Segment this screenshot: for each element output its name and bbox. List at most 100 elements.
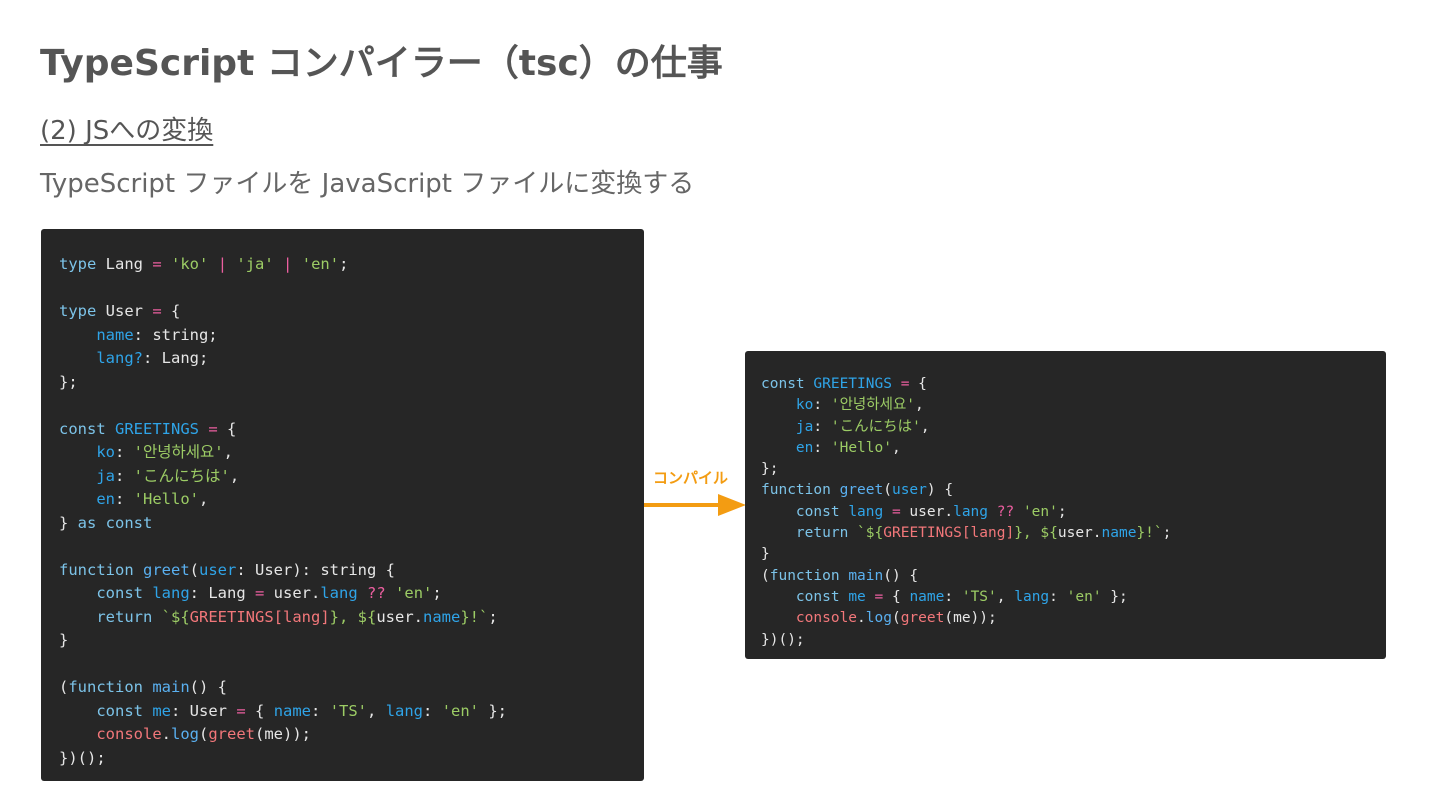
code-token: = xyxy=(900,376,910,392)
code-line: return `${GREETINGS[lang]}, ${user.name}… xyxy=(761,523,1386,544)
code-token: }; xyxy=(1101,588,1128,605)
code-token xyxy=(134,561,143,579)
code-token: }, ${ xyxy=(329,607,377,626)
code-token xyxy=(59,490,96,508)
code-token: 'TS' xyxy=(961,588,997,605)
code-token xyxy=(883,504,892,520)
code-token xyxy=(162,255,171,273)
code-token: '안녕하세요' xyxy=(133,443,224,461)
code-token: ( xyxy=(189,560,200,579)
code-token: lang? xyxy=(96,349,143,367)
code-token: . xyxy=(857,610,866,627)
code-token: 'ko' xyxy=(171,255,209,273)
code-token: (me)); xyxy=(944,610,997,627)
code-token: me xyxy=(848,588,866,605)
code-token xyxy=(892,376,901,392)
code-token: { xyxy=(909,376,927,392)
code-token: : Lang; xyxy=(143,349,209,367)
code-token: return xyxy=(795,525,849,542)
code-token: 'こんにちは' xyxy=(830,418,921,435)
code-token: , xyxy=(229,466,240,485)
code-token: console xyxy=(96,725,162,743)
code-token: greet xyxy=(900,610,945,627)
code-token: ; xyxy=(1057,503,1067,520)
code-token: main xyxy=(848,567,884,584)
code-token: }; xyxy=(479,701,508,720)
code-token: user xyxy=(891,482,927,499)
code-token: me xyxy=(152,701,172,720)
code-line: }; xyxy=(59,371,644,395)
code-token xyxy=(227,255,236,273)
code-token: 'en' xyxy=(395,584,433,602)
code-token: name xyxy=(423,607,461,626)
code-token: ; xyxy=(488,607,498,626)
code-token: greet xyxy=(143,560,190,579)
code-token: . xyxy=(161,725,171,743)
code-token: const xyxy=(59,419,106,438)
code-line: ja: 'こんにちは', xyxy=(761,417,1386,438)
code-token: : xyxy=(115,490,134,508)
code-token: user. xyxy=(264,584,321,602)
code-token: lang xyxy=(848,503,884,520)
code-line: name: string; xyxy=(59,324,644,348)
code-token: 'en' xyxy=(441,701,480,720)
code-token: lang xyxy=(320,584,358,602)
code-token: 'en' xyxy=(1022,503,1058,520)
code-line: ko: '안녕하세요', xyxy=(761,395,1386,416)
code-line: })(); xyxy=(59,747,644,771)
code-line: } xyxy=(59,629,644,653)
code-token: })(); xyxy=(761,631,805,648)
code-token: const xyxy=(795,588,840,605)
code-token: : xyxy=(115,443,134,461)
code-token: }!` xyxy=(460,607,489,626)
code-token xyxy=(143,702,152,720)
code-token: ?? xyxy=(996,503,1015,520)
code-token: 'こんにちは' xyxy=(133,466,230,485)
code-line: ​ xyxy=(59,394,644,418)
code-token xyxy=(199,420,208,438)
code-token: 'en' xyxy=(1066,588,1102,605)
code-line: type Lang = 'ko' | 'ja' | 'en'; xyxy=(59,253,644,277)
code-token: , xyxy=(915,397,924,414)
code-token xyxy=(59,467,96,485)
code-token xyxy=(143,584,152,602)
code-token: log xyxy=(171,725,199,743)
code-token xyxy=(761,589,796,605)
code-token: type xyxy=(59,255,97,273)
code-token: , xyxy=(199,490,209,508)
code-line: (function main() { xyxy=(761,566,1386,587)
code-token: () { xyxy=(883,567,919,584)
code-token xyxy=(59,608,96,626)
code-token: ) { xyxy=(926,482,954,499)
code-token xyxy=(761,419,796,435)
code-token: ja xyxy=(795,418,814,435)
code-token: 'Hello' xyxy=(830,439,892,456)
code-token: }; xyxy=(761,461,779,478)
code-token xyxy=(761,440,796,456)
code-token xyxy=(59,725,96,743)
code-token: = xyxy=(152,255,162,273)
code-line: ko: '안녕하세요', xyxy=(59,441,644,465)
code-token: ko xyxy=(795,397,814,414)
code-token: en xyxy=(795,439,814,456)
code-token: user xyxy=(199,560,237,579)
code-line: en: 'Hello', xyxy=(59,488,644,512)
code-token: } xyxy=(59,631,69,649)
code-token: ; xyxy=(1162,525,1172,542)
code-token xyxy=(848,525,857,541)
code-token: , xyxy=(223,443,233,461)
code-token: : xyxy=(311,701,330,720)
slide-subtitle: (2) JSへの変換 xyxy=(40,116,214,146)
code-line: function greet(user) { xyxy=(761,480,1386,501)
code-token: function xyxy=(68,678,143,696)
code-token xyxy=(866,589,875,605)
code-token: function xyxy=(59,560,134,579)
code-token xyxy=(152,608,161,626)
code-line: const GREETINGS = { xyxy=(59,418,644,442)
code-token: lang xyxy=(1014,588,1050,605)
code-token: } xyxy=(761,546,770,563)
javascript-code: const GREETINGS = { ko: '안녕하세요', ja: 'こん… xyxy=(761,374,1386,651)
code-token: en xyxy=(96,490,115,508)
code-token: = xyxy=(152,302,162,320)
code-token xyxy=(59,443,96,461)
